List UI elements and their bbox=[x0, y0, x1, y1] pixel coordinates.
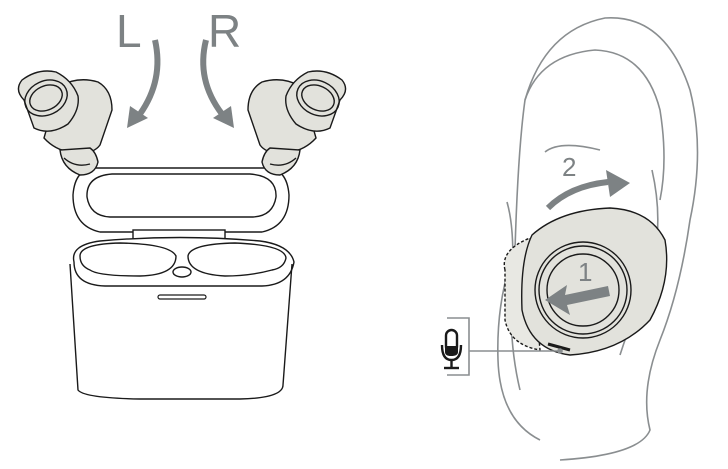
left-label: L bbox=[116, 5, 142, 57]
step-2-label: 2 bbox=[562, 152, 577, 182]
microphone-icon bbox=[440, 328, 463, 370]
mic-callout bbox=[447, 317, 563, 376]
right-earbud bbox=[247, 70, 347, 176]
step-arrows bbox=[545, 170, 630, 315]
arrowheads bbox=[127, 106, 234, 128]
insert-arrows bbox=[137, 39, 225, 116]
right-label: R bbox=[208, 5, 242, 57]
left-earbud bbox=[17, 70, 113, 176]
charging-case bbox=[69, 167, 295, 400]
fitted-earbud bbox=[503, 207, 668, 356]
step-1-label: 1 bbox=[578, 257, 593, 287]
